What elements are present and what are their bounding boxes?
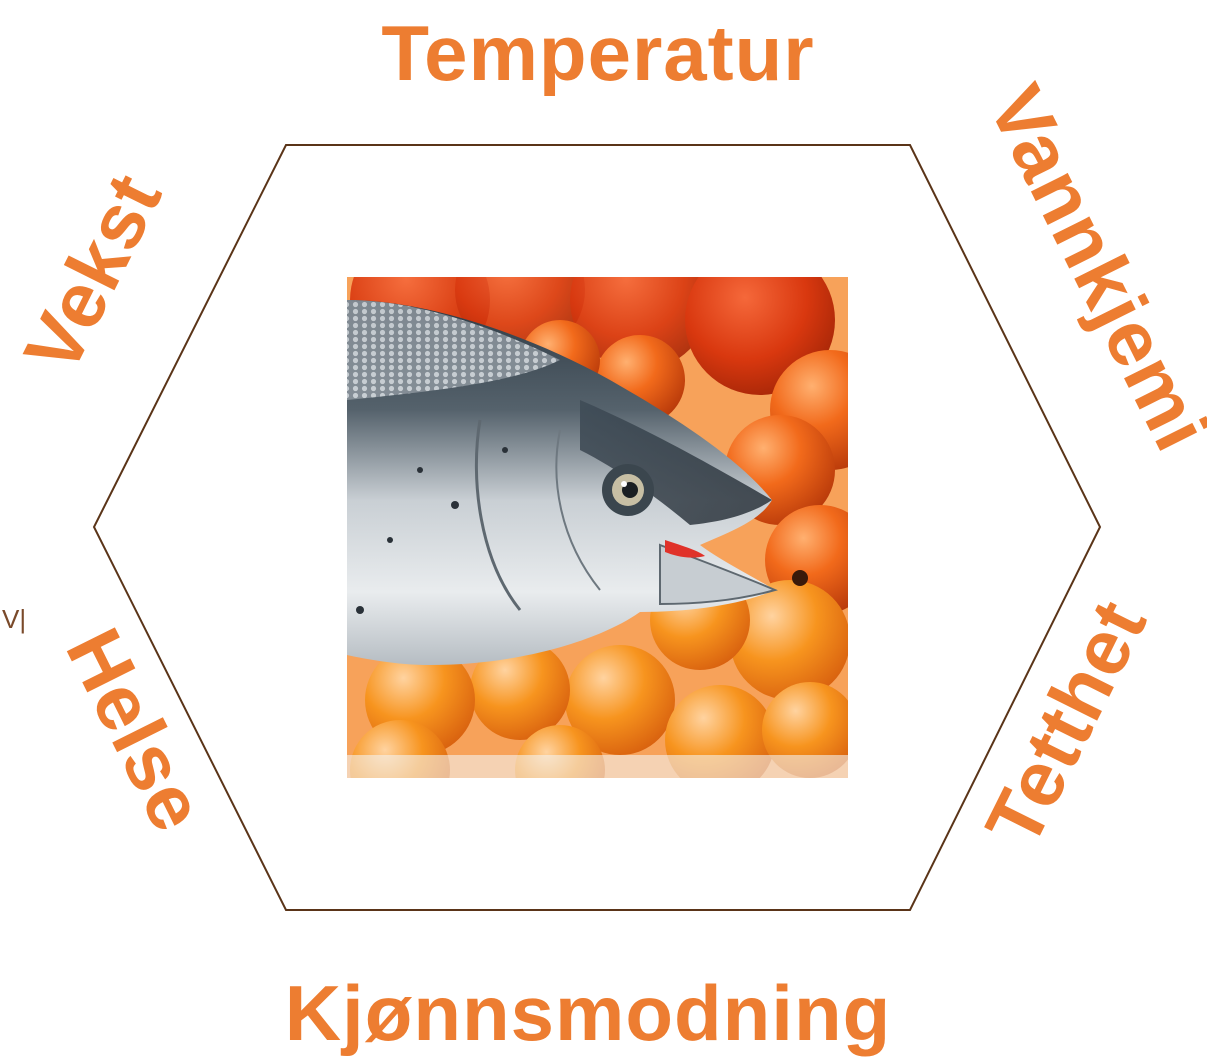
center-photo xyxy=(347,225,890,820)
label-bottom-right: Tetthet xyxy=(968,586,1163,859)
label-top: Temperatur xyxy=(381,9,814,97)
label-top-right: Vannkjemi xyxy=(972,72,1207,465)
label-bottom-left: Helse xyxy=(49,615,223,845)
label-bottom: Kjønnsmodning xyxy=(285,969,892,1057)
label-top-left: Vekst xyxy=(7,160,179,386)
stray-mark: V| xyxy=(2,604,26,634)
